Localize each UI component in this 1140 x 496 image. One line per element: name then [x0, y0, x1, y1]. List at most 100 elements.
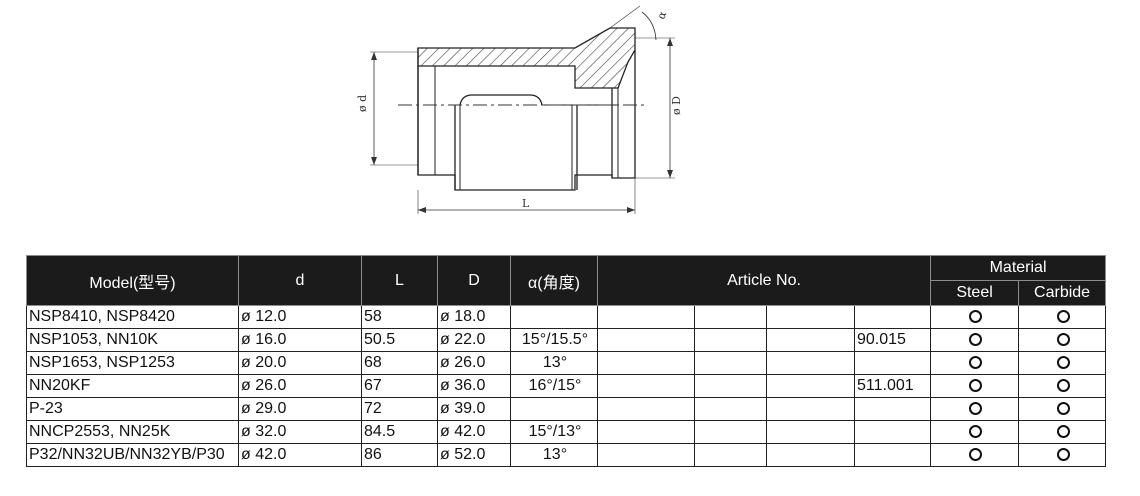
cell-article-no [853, 443, 932, 467]
header-material: Material [930, 255, 1107, 281]
cell-D: ø 18.0 [437, 305, 511, 329]
label-D: ø D [670, 96, 683, 115]
available-circle-icon [1056, 333, 1070, 347]
cell-article-no [694, 374, 767, 398]
header-model: Model(型号) [26, 255, 239, 306]
cell-L: 67 [361, 374, 438, 398]
cell-article-no [853, 305, 932, 329]
cell-carbide [1018, 443, 1107, 467]
cell-D: ø 39.0 [437, 397, 511, 421]
cell-angle: 16°/15° [510, 374, 598, 398]
cell-article-no [766, 443, 855, 467]
cell-D: ø 42.0 [437, 420, 511, 444]
label-L: L [522, 197, 530, 210]
cell-carbide [1018, 397, 1107, 421]
available-circle-icon [969, 448, 983, 462]
cell-article-no [766, 328, 855, 352]
cell-L: 58 [361, 305, 438, 329]
cell-d: ø 16.0 [238, 328, 362, 352]
cell-article-no [694, 328, 767, 352]
cell-d: ø 26.0 [238, 374, 362, 398]
label-alpha: α [655, 9, 670, 21]
cell-d: ø 12.0 [238, 305, 362, 329]
cell-article-no [597, 443, 695, 467]
cell-article-no [766, 420, 855, 444]
cell-article-no [597, 397, 695, 421]
cell-L: 50.5 [361, 328, 438, 352]
cell-article-no [694, 397, 767, 421]
cell-angle: 13° [510, 351, 598, 375]
available-circle-icon [1056, 425, 1070, 439]
available-circle-icon [1056, 356, 1070, 370]
cell-model: NN20KF [26, 374, 239, 398]
cell-d: ø 29.0 [238, 397, 362, 421]
cell-carbide [1018, 328, 1107, 352]
available-circle-icon [1056, 379, 1070, 393]
cell-article-no [766, 374, 855, 398]
cell-model: NSP8410, NSP8420 [26, 305, 239, 329]
available-circle-icon [969, 333, 983, 347]
cell-L: 84.5 [361, 420, 438, 444]
available-circle-icon [969, 402, 983, 416]
cell-article-no [694, 351, 767, 375]
header-d: d [238, 255, 362, 306]
cell-carbide [1018, 374, 1107, 398]
cell-d: ø 42.0 [238, 443, 362, 467]
cell-article-no [597, 328, 695, 352]
cell-carbide [1018, 305, 1107, 329]
cell-L: 72 [361, 397, 438, 421]
spec-table: Model(型号) d L D α(角度) Article No. Materi… [26, 255, 1107, 467]
cell-article-no [853, 351, 932, 375]
cell-steel [930, 351, 1020, 375]
cell-article-no [694, 443, 767, 467]
cell-article-no [694, 305, 767, 329]
cell-article-no [597, 305, 695, 329]
cell-model: NSP1053, NN10K [26, 328, 239, 352]
cell-angle [510, 305, 598, 329]
cell-angle: 13° [510, 443, 598, 467]
cell-article-no: 511.001 [853, 374, 932, 398]
cell-steel [930, 397, 1020, 421]
cell-article-no [766, 305, 855, 329]
cell-article-no [694, 420, 767, 444]
available-circle-icon [1056, 448, 1070, 462]
header-L: L [361, 255, 438, 306]
available-circle-icon [1056, 402, 1070, 416]
collet-drawing: ø d ø D L α [356, 5, 683, 214]
cell-angle: 15°/13° [510, 420, 598, 444]
collet-section-hatch [417, 27, 636, 89]
label-d: ø d [356, 95, 369, 112]
cell-article-no [597, 351, 695, 375]
cell-steel [930, 443, 1020, 467]
header-carbide: Carbide [1018, 280, 1107, 306]
collet-body-outline [417, 48, 636, 191]
cell-model: P-23 [26, 397, 239, 421]
cell-d: ø 32.0 [238, 420, 362, 444]
cell-article-no [853, 420, 932, 444]
header-steel: Steel [930, 280, 1020, 306]
cell-carbide [1018, 420, 1107, 444]
cell-D: ø 36.0 [437, 374, 511, 398]
cell-steel [930, 420, 1020, 444]
cell-article-no [853, 397, 932, 421]
cell-steel [930, 305, 1020, 329]
available-circle-icon [969, 379, 983, 393]
available-circle-icon [969, 425, 983, 439]
cell-D: ø 26.0 [437, 351, 511, 375]
cell-model: P32/NN32UB/NN32YB/P30 [26, 443, 239, 467]
available-circle-icon [969, 356, 983, 370]
cell-d: ø 20.0 [238, 351, 362, 375]
cell-L: 68 [361, 351, 438, 375]
cell-D: ø 52.0 [437, 443, 511, 467]
cell-steel [930, 374, 1020, 398]
cell-D: ø 22.0 [437, 328, 511, 352]
collet-slot [459, 94, 543, 106]
cell-model: NNCP2553, NN25K [26, 420, 239, 444]
